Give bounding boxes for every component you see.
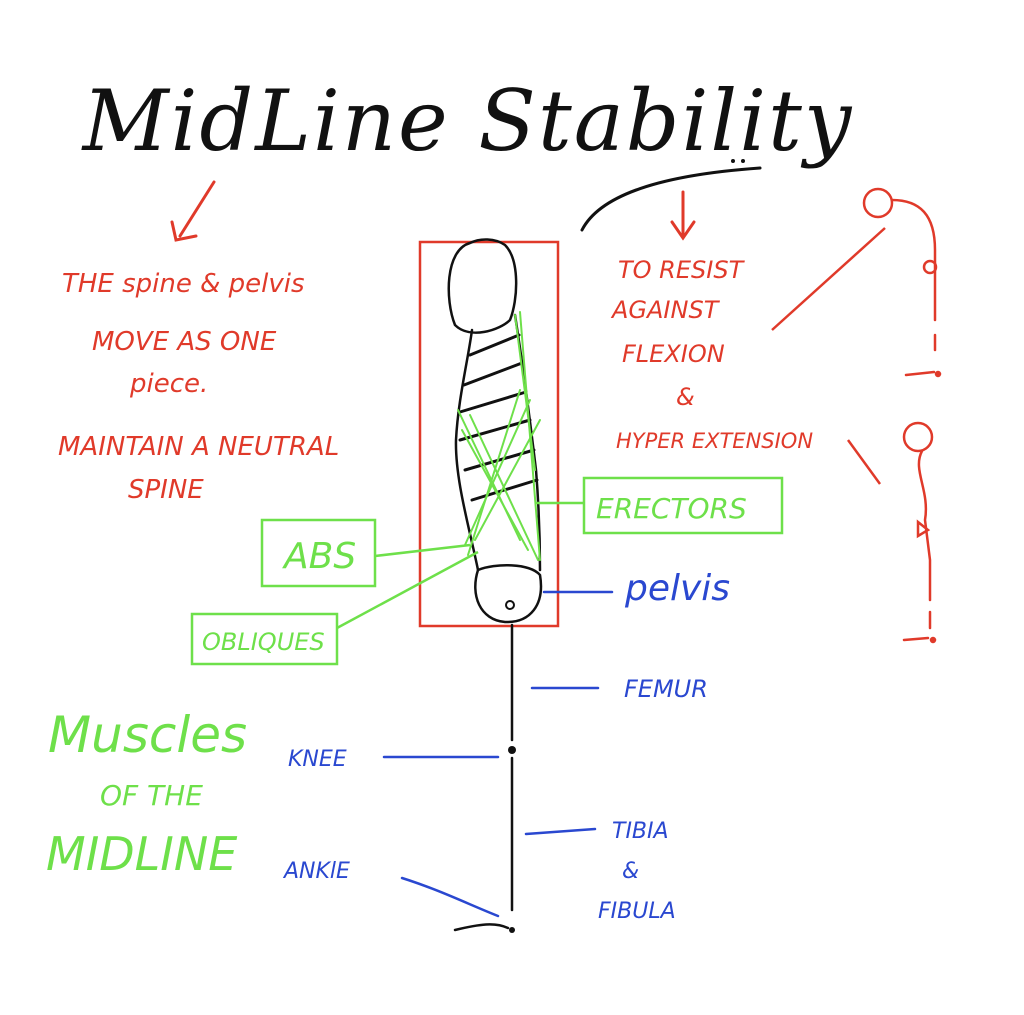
bone-pointers (382, 590, 614, 918)
title-dot (741, 159, 745, 163)
right-note-line: HYPER EXTENSION (616, 429, 813, 453)
flexion-pointer (771, 227, 886, 331)
muscles-heading-line: Muscles (48, 706, 247, 764)
obliques-label: OBLIQUES (202, 628, 325, 656)
bone-labels: pelvis FEMUR KNEE TIBIA & FIBULA ANKlE (282, 568, 730, 924)
erectors-box (582, 476, 784, 535)
title: MidLine Stability (81, 72, 854, 170)
knee-label: KNEE (288, 747, 347, 772)
erectors-label: ERECTORS (596, 492, 747, 525)
flexion-figure (862, 187, 942, 378)
hip-joint (505, 600, 515, 610)
fibula-label: FIBULA (598, 899, 676, 924)
left-note-line: piece. (129, 369, 208, 399)
muscles-heading: Muscles OF THE MIDLINE (46, 706, 247, 881)
femur-label: FEMUR (624, 675, 708, 703)
obliques-pointer (336, 550, 479, 630)
abs-pointer (374, 543, 471, 558)
ankle-joint (509, 927, 515, 933)
knee-joint (508, 746, 516, 754)
hyperextension-figure (902, 421, 937, 644)
left-note-line: MAINTAIN A NEUTRAL (58, 432, 339, 462)
left-note-line: MOVE AS ONE (92, 327, 277, 357)
left-arrow (170, 180, 216, 242)
left-notes: THE spine & pelvis MOVE AS ONE piece. MA… (58, 269, 339, 505)
extension-pointer (846, 439, 882, 485)
title-swoosh (580, 166, 762, 232)
left-note-line: SPINE (128, 475, 204, 505)
leg-line (453, 623, 514, 932)
abs-box (260, 518, 377, 588)
title-dot (731, 159, 735, 163)
muscles-heading-line: OF THE (100, 779, 203, 812)
tibia-label: TIBIA (612, 819, 669, 844)
ankle-label: ANKlE (282, 859, 350, 884)
right-note-line: & (676, 383, 695, 411)
right-note-line: TO RESIST (618, 256, 746, 284)
spine-frame (418, 240, 560, 628)
right-arrow (670, 190, 696, 241)
pelvis-label: pelvis (624, 568, 730, 609)
right-note-line: FLEXION (622, 340, 725, 368)
obliques-box (190, 612, 339, 666)
muscles-heading-line: MIDLINE (46, 827, 237, 881)
left-note-line: THE spine & pelvis (62, 269, 305, 299)
tibia-fibula-amp: & (622, 859, 639, 884)
abs-label: ABS (282, 536, 356, 577)
right-note-line: AGAINST (610, 296, 721, 324)
muscle-fibers (457, 311, 541, 561)
right-notes: TO RESIST AGAINST FLEXION & HYPER EXTENS… (610, 256, 813, 453)
